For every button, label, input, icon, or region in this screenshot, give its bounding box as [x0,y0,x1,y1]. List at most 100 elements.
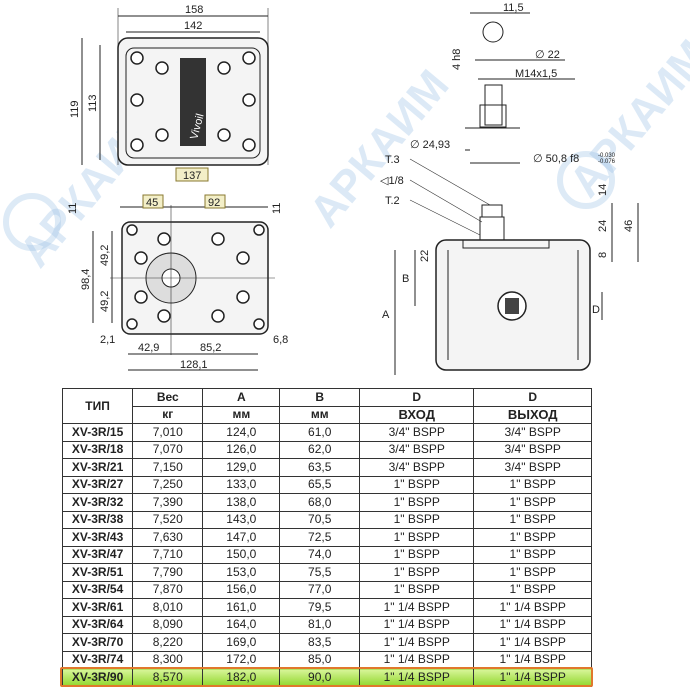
cell-weight: 7,630 [132,528,204,547]
cell-d-in: 1" BSPP [359,475,475,494]
dim-158: 158 [185,4,203,16]
cell-d-out: 1" BSPP [473,580,592,599]
header-d-out: D [473,388,592,407]
cell-a: 156,0 [202,580,281,599]
dim-45: 45 [146,197,158,209]
cell-type: XV-3R/54 [61,580,134,599]
cell-a: 133,0 [202,475,281,494]
cell-a: 182,0 [202,668,281,687]
cell-a: 129,0 [202,458,281,477]
cell-b: 83,5 [279,633,361,652]
cell-b: 81,0 [279,615,361,634]
dim-B: B [402,273,409,285]
dim-14: 14 [597,184,609,196]
cell-type: XV-3R/21 [61,458,134,477]
cell-d-in: 1" BSPP [359,493,475,512]
dim-113: 113 [87,94,99,112]
cell-a: 161,0 [202,598,281,617]
header-d-out-sub: ВЫХОД [473,405,592,424]
dim-142: 142 [184,20,202,32]
cell-type: XV-3R/38 [61,510,134,529]
cell-d-out: 1" 1/4 BSPP [473,668,592,687]
header-a: A [202,388,281,407]
cell-type: XV-3R/18 [61,440,134,459]
cell-a: 164,0 [202,615,281,634]
cell-type: XV-3R/51 [61,563,134,582]
cell-a: 172,0 [202,650,281,669]
dim-8: 8 [597,252,609,258]
cell-weight: 8,570 [132,668,204,687]
dim-42-9: 42,9 [138,342,159,354]
dim-dia-50-8: ∅ 50,8 f8 [533,153,579,165]
cell-weight: 7,150 [132,458,204,477]
dim-137: 137 [183,170,201,182]
cell-d-out: 1" BSPP [473,563,592,582]
dim-46: 46 [623,220,635,232]
cell-weight: 7,870 [132,580,204,599]
cell-type: XV-3R/32 [61,493,134,512]
cell-b: 79,5 [279,598,361,617]
cell-weight: 7,010 [132,423,204,442]
cell-a: 143,0 [202,510,281,529]
cell-d-out: 1" BSPP [473,475,592,494]
cell-weight: 7,520 [132,510,204,529]
cell-a: 153,0 [202,563,281,582]
cell-b: 65,5 [279,475,361,494]
dim-85-2: 85,2 [200,342,221,354]
cell-d-out: 1" 1/4 BSPP [473,598,592,617]
cell-d-out: 1" 1/4 BSPP [473,650,592,669]
cell-d-out: 1" 1/4 BSPP [473,633,592,652]
cell-d-out: 1" BSPP [473,545,592,564]
cell-weight: 7,250 [132,475,204,494]
cell-weight: 7,070 [132,440,204,459]
cell-d-in: 1" 1/4 BSPP [359,633,475,652]
dim-24: 24 [597,220,609,232]
dim-119: 119 [69,100,81,118]
cell-b: 75,5 [279,563,361,582]
cell-weight: 8,090 [132,615,204,634]
cell-b: 90,0 [279,668,361,687]
cell-type: XV-3R/74 [61,650,134,669]
cell-d-in: 1" 1/4 BSPP [359,668,475,687]
cell-d-in: 3/4" BSPP [359,440,475,459]
cell-weight: 7,710 [132,545,204,564]
cell-a: 169,0 [202,633,281,652]
cell-d-out: 1" BSPP [473,528,592,547]
cell-b: 85,0 [279,650,361,669]
dim-11-right: 11 [271,203,283,214]
dim-98-4: 98,4 [80,269,92,290]
cell-b: 77,0 [279,580,361,599]
dim-11-left: 11 [67,203,79,214]
cell-d-in: 3/4" BSPP [359,458,475,477]
header-a-unit: мм [202,405,281,424]
header-d-in-sub: ВХОД [359,405,475,424]
cell-d-in: 1" BSPP [359,580,475,599]
dim-49-2-top: 49,2 [99,245,111,266]
cell-d-in: 1" BSPP [359,545,475,564]
cell-a: 124,0 [202,423,281,442]
technical-drawing: АРКАИМ АРКАИМ АРКАИМ 158 142 119 113 Viv… [3,2,690,375]
cell-a: 138,0 [202,493,281,512]
cell-d-in: 1" 1/4 BSPP [359,615,475,634]
dim-D: D [592,304,600,316]
header-b-unit: мм [279,405,361,424]
cell-d-out: 3/4" BSPP [473,440,592,459]
cell-d-in: 1" BSPP [359,528,475,547]
dim-A: A [382,309,390,321]
specs-table: ТИП Вес A B D D кг мм мм ВХОД ВЫХОД XV-3… [61,388,592,687]
cell-a: 147,0 [202,528,281,547]
cell-b: 62,0 [279,440,361,459]
label-t2: T.2 [385,195,400,207]
cell-d-out: 1" BSPP [473,493,592,512]
cell-type: XV-3R/15 [61,423,134,442]
cell-weight: 8,010 [132,598,204,617]
